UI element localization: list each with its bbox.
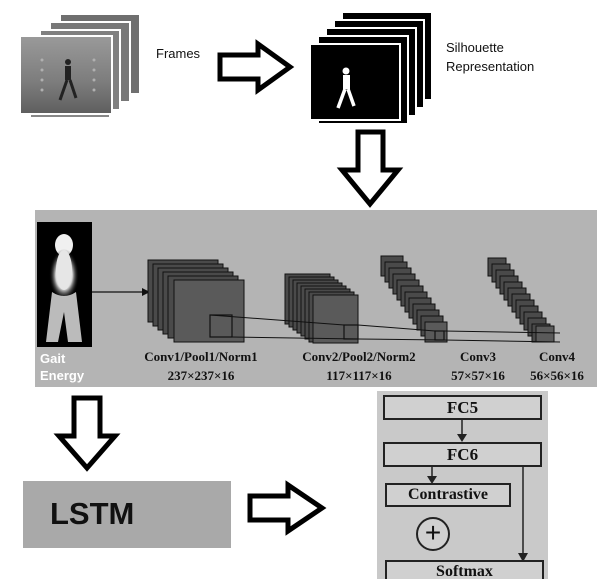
arrow-down-icon	[53, 395, 121, 472]
silhouette-label-line2: Representation	[446, 59, 535, 74]
silhouette-stack	[309, 11, 433, 125]
contrastive-box	[385, 483, 511, 507]
fc5-label: FC5	[446, 398, 479, 417]
conv1-block	[147, 259, 245, 343]
frames-label: Frames	[156, 46, 201, 61]
conv4-label: Conv4 56×56×16	[518, 347, 596, 385]
silhouette-label-line1: Silhouette	[446, 40, 504, 55]
contrastive-label: Contrastive	[408, 486, 488, 503]
arrow-right-icon	[247, 480, 327, 536]
layer-name: Conv4	[538, 349, 576, 364]
projection-lines	[209, 314, 561, 343]
layer-dims: 57×57×16	[451, 368, 505, 383]
layer-name: Conv1/Pool1/Norm1	[144, 349, 258, 364]
softmax-box	[385, 560, 544, 579]
conv3-block	[380, 255, 448, 343]
fc6-box	[383, 442, 542, 467]
conv4-block	[487, 257, 555, 343]
layer-name: Conv2/Pool2/Norm2	[302, 349, 416, 364]
arrow-right-icon	[217, 39, 295, 95]
arrow-down-icon	[336, 129, 404, 208]
silhouette-label: Silhouette Representation	[446, 38, 534, 76]
gait-energy-label-line2: Energy	[40, 368, 85, 383]
gait-energy-image	[37, 222, 92, 347]
walking-person-icon	[58, 59, 78, 101]
conv3-label: Conv3 57×57×16	[440, 347, 516, 385]
conv2-label: Conv2/Pool2/Norm2 117×117×16	[284, 347, 434, 385]
softmax-label: Softmax	[436, 563, 493, 580]
plus-circle	[416, 517, 450, 551]
gait-energy-label: Gait Energy	[40, 350, 84, 384]
plus-icon: +	[424, 517, 442, 548]
conv2-block	[284, 273, 359, 344]
lstm-label: LSTM	[50, 496, 135, 531]
layer-dims: 237×237×16	[167, 368, 235, 383]
silhouette-person-icon	[336, 67, 356, 109]
layer-name: Conv3	[459, 349, 497, 364]
lstm-box	[23, 481, 231, 548]
frames-stack	[19, 13, 141, 119]
conv1-label: Conv1/Pool1/Norm1 237×237×16	[126, 347, 276, 385]
layer-dims: 117×117×16	[326, 368, 392, 383]
layer-dims: 56×56×16	[530, 368, 584, 383]
fc6-label: FC6	[446, 445, 479, 464]
gait-energy-label-line1: Gait	[40, 351, 66, 366]
